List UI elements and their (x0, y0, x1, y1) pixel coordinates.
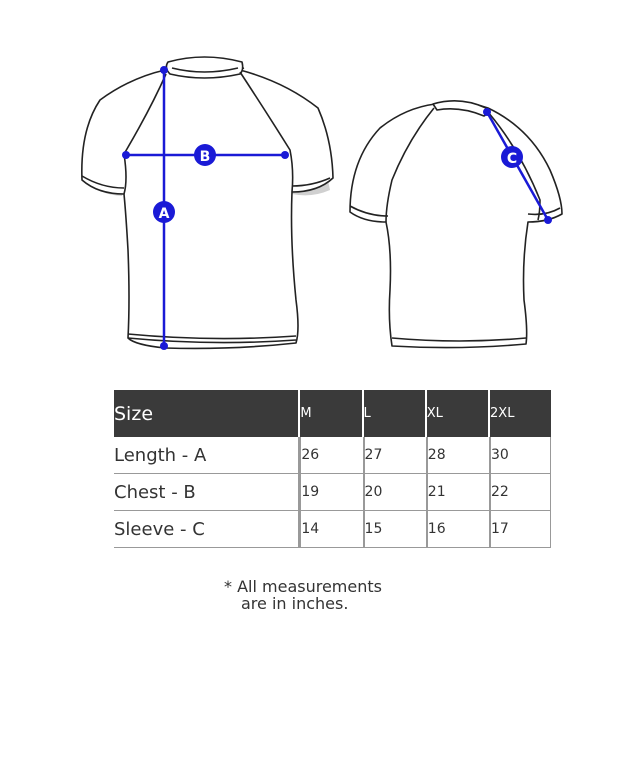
marker-c-label: C (507, 151, 517, 167)
table-row: Chest - B 19 20 21 22 (114, 474, 551, 511)
table-cell: 16 (426, 511, 491, 548)
marker-a: A (153, 201, 175, 223)
marker-a-label: A (159, 206, 170, 222)
table-cell: 15 (363, 511, 427, 548)
table-cell: 22 (490, 474, 551, 511)
marker-b-label: B (200, 149, 211, 165)
table-cell: 28 (426, 437, 491, 474)
row-label-sleeve: Sleeve - C (114, 511, 301, 548)
table-row: Sleeve - C 14 15 16 17 (114, 511, 551, 548)
header-size-label: Size (114, 390, 301, 437)
table-cell: 20 (363, 474, 427, 511)
size-chart-table: Size M L XL 2XL Length - A 26 27 28 30 C… (114, 390, 551, 548)
table-cell: 26 (300, 437, 364, 474)
note-line-1: * All measurements (224, 577, 382, 596)
table-cell: 14 (300, 511, 364, 548)
marker-c: C (501, 146, 523, 168)
table-cell: 19 (300, 474, 364, 511)
table-cell: 27 (363, 437, 427, 474)
table-row: Length - A 26 27 28 30 (114, 437, 551, 474)
table-cell: 30 (490, 437, 551, 474)
front-shirt-illustration (81, 56, 334, 350)
note-line-2: are in inches. (241, 594, 349, 613)
marker-b: B (194, 144, 216, 166)
row-label-chest: Chest - B (114, 474, 301, 511)
header-size-xl: XL (426, 390, 491, 437)
table-cell: 21 (426, 474, 491, 511)
measurement-note: * All measurements are in inches. (224, 578, 464, 612)
header-size-2xl: 2XL (490, 390, 551, 437)
header-size-m: M (300, 390, 364, 437)
table-cell: 17 (490, 511, 551, 548)
table-header-row: Size M L XL 2XL (114, 390, 551, 437)
side-shirt-illustration (349, 100, 563, 349)
row-label-length: Length - A (114, 437, 301, 474)
tshirt-measurement-diagram: A B C (81, 56, 563, 350)
header-size-l: L (363, 390, 427, 437)
